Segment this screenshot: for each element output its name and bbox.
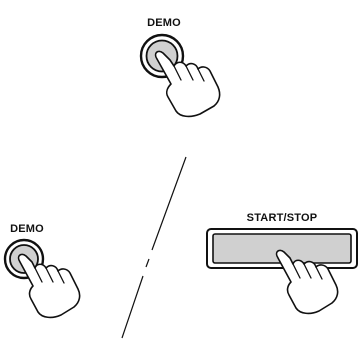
diagonal-divider (121, 156, 187, 339)
top-pointing-hand-icon (154, 50, 221, 118)
bottom-right-start-stop-step: START/STOP (206, 212, 358, 315)
bottom-left-demo-label: DEMO (10, 223, 44, 235)
top-demo-label: DEMO (147, 17, 181, 29)
start-stop-button[interactable] (206, 228, 358, 269)
start-stop-label: START/STOP (247, 212, 318, 224)
top-demo-step: DEMO (139, 17, 221, 118)
bottom-right-pointing-hand-icon (275, 249, 339, 315)
bottom-left-pointing-hand-icon (17, 253, 81, 319)
bottom-left-demo-step: DEMO (3, 223, 81, 319)
